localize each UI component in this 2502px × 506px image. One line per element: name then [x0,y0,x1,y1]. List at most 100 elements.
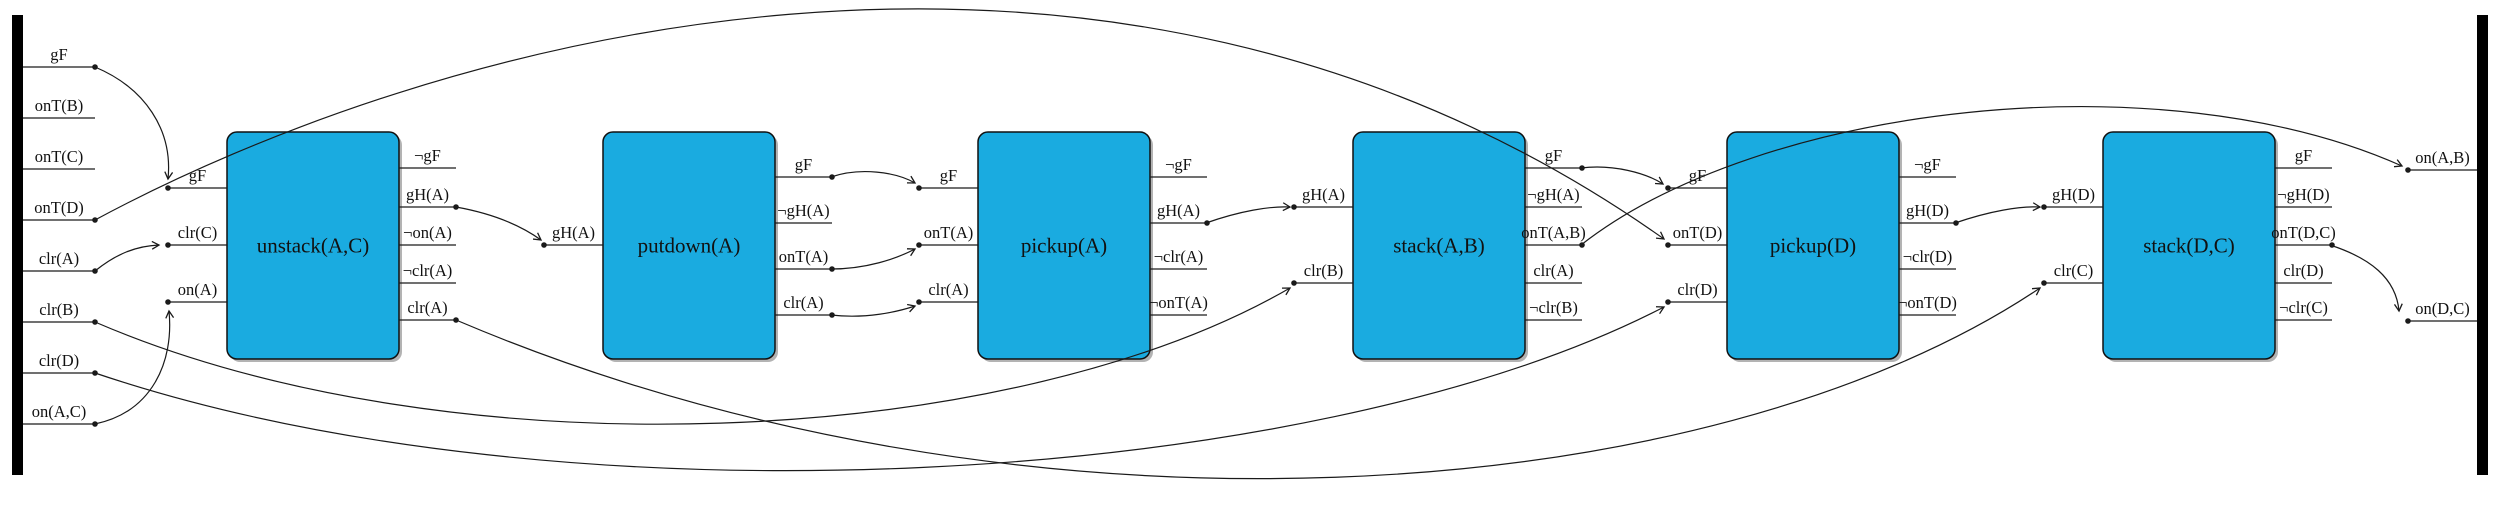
output-label-stack-d-c-clr-c: ¬clr(C) [2279,298,2328,317]
output-label-putdown-a-gf: gF [795,155,812,174]
edge-stackAB-gF-to-pickupD-gF [1580,166,1665,185]
output-label-unstack-a-c-clr-a: ¬clr(A) [403,261,453,280]
output-dot-putdown-a-ont-a [829,266,835,272]
edge-pickupD-gHD-to-stackDC-gHD [1954,202,2042,224]
init-fact-dot-clr-b [92,319,98,325]
input-dot-stack-d-c-gh-d [2041,204,2047,210]
output-label-putdown-a-ont-a: onT(A) [779,247,828,266]
edge-stackAB-onTAB-to-goal-onAB [1580,106,2404,246]
goal-fact-label-on-a-b: on(A,B) [2415,148,2470,167]
init-fact-dot-clr-d [92,370,98,376]
init-fact-dot-clr-a [92,268,98,274]
action-label-stack-d-c: stack(D,C) [2143,234,2235,258]
input-label-stack-d-c-gh-d: gH(D) [2052,185,2095,204]
input-dot-pickup-d-gf [1665,185,1671,191]
input-dot-stack-a-b-clr-b [1291,280,1297,286]
input-dot-pickup-a-ont-a [916,242,922,248]
output-label-pickup-d-gh-d: gH(D) [1906,201,1949,220]
output-label-stack-a-b-clr-b: ¬clr(B) [1529,298,1578,317]
init-fact-dot-on-a-c [92,421,98,427]
edge-unstack-gHA-to-putdown-gHA [455,206,543,241]
output-label-stack-d-c-clr-d: clr(D) [2283,261,2323,280]
input-label-pickup-d-gf: gF [1689,166,1706,185]
output-dot-unstack-a-c-clr-a [453,317,459,323]
init-fact-label-on-a-c: on(A,C) [32,402,87,421]
output-label-stack-a-b-gh-a: ¬gH(A) [1527,185,1579,204]
output-label-stack-a-b-gf: gF [1545,146,1562,165]
input-dot-pickup-d-ont-d [1665,242,1671,248]
output-label-unstack-a-c-gf: ¬gF [414,146,441,165]
input-dot-pickup-a-clr-a [916,299,922,305]
init-fact-label-ont-d: onT(D) [34,198,83,217]
edge-stackDC-onTDC-to-goal-onDC [2329,244,2403,313]
goal-fact-dot-on-d-c [2405,318,2411,324]
output-label-putdown-a-gh-a: ¬gH(A) [777,201,829,220]
input-dot-pickup-a-gf [916,185,922,191]
input-dot-unstack-a-c-clr-c [165,242,171,248]
output-label-stack-d-c-gf: gF [2295,146,2312,165]
input-label-pickup-d-clr-d: clr(D) [1677,280,1717,299]
edge-init-onTD-to-pickupD-onTD [94,8,1666,240]
action-label-pickup-d: pickup(D) [1770,234,1856,258]
output-dot-pickup-a-gh-a [1204,220,1210,226]
initial-state-bar [12,15,23,475]
output-label-pickup-d-clr-d: ¬clr(D) [1903,247,1953,266]
input-label-unstack-a-c-on-a: on(A) [178,280,217,299]
goal-state-bar [2477,15,2488,475]
output-dot-putdown-a-clr-a [829,312,835,318]
input-dot-stack-a-b-gh-a [1291,204,1297,210]
output-label-pickup-a-clr-a: ¬clr(A) [1154,247,1204,266]
init-fact-label-gf: gF [50,45,67,64]
input-dot-unstack-a-c-on-a [165,299,171,305]
input-dot-pickup-d-clr-d [1665,299,1671,305]
input-label-pickup-a-gf: gF [940,166,957,185]
action-label-pickup-a: pickup(A) [1021,234,1107,258]
edge-init-clrD-to-pickupD-clrD [94,306,1666,472]
edge-init-clrA-to-unstack-clrC [94,240,161,272]
output-label-pickup-d-ont-d: ¬onT(D) [1898,293,1957,312]
input-label-stack-a-b-clr-b: clr(B) [1304,261,1343,280]
input-label-stack-a-b-gh-a: gH(A) [1302,185,1345,204]
output-label-unstack-a-c-clr-a: clr(A) [407,298,447,317]
output-label-stack-a-b-ont-a-b: onT(A,B) [1521,223,1586,242]
action-label-stack-a-b: stack(A,B) [1393,234,1485,258]
input-label-putdown-a-gh-a: gH(A) [552,223,595,242]
edge-putdown-gF-to-pickupA-gF [830,171,917,184]
output-label-putdown-a-clr-a: clr(A) [783,293,823,312]
output-label-pickup-a-gf: ¬gF [1165,155,1192,174]
input-label-unstack-a-c-gf: gF [189,166,206,185]
output-dot-pickup-d-gh-d [1953,220,1959,226]
output-label-stack-d-c-gh-d: ¬gH(D) [2277,185,2329,204]
input-label-unstack-a-c-clr-c: clr(C) [178,223,217,242]
output-dot-stack-a-b-ont-a-b [1579,242,1585,248]
action-label-putdown-a: putdown(A) [638,234,741,258]
goal-fact-dot-on-a-b [2405,167,2411,173]
init-fact-dot-ont-d [92,217,98,223]
input-label-pickup-a-ont-a: onT(A) [924,223,973,242]
edge-putdown-clrA-to-pickupA-clrA [830,303,917,317]
output-label-pickup-a-ont-a: ¬onT(A) [1149,293,1208,312]
init-fact-label-ont-b: onT(B) [35,96,84,115]
output-label-unstack-a-c-gh-a: gH(A) [406,185,449,204]
input-label-pickup-d-ont-d: onT(D) [1673,223,1722,242]
input-label-stack-d-c-clr-c: clr(C) [2054,261,2093,280]
output-dot-stack-a-b-gf [1579,165,1585,171]
edge-unstack-clrA-to-stackDC-clrC [455,287,2042,480]
edge-init-onAC-to-unstack-onA [94,309,175,425]
init-fact-label-clr-d: clr(D) [39,351,79,370]
output-dot-putdown-a-gf [829,174,835,180]
input-dot-stack-d-c-clr-c [2041,280,2047,286]
edge-pickupA-gHA-to-stackAB-gHA [1205,202,1292,224]
output-label-stack-a-b-clr-a: clr(A) [1533,261,1573,280]
action-label-unstack-a-c: unstack(A,C) [257,234,370,258]
init-fact-label-clr-a: clr(A) [39,249,79,268]
output-label-unstack-a-c-on-a: ¬on(A) [403,223,452,242]
edge-init-gF-to-unstack-gF [94,66,174,181]
output-label-pickup-d-gf: ¬gF [1914,155,1941,174]
edge-init-clrB-to-stackAB-clrB [94,287,1292,425]
init-fact-dot-gf [92,64,98,70]
output-dot-unstack-a-c-gh-a [453,204,459,210]
goal-fact-label-on-d-c: on(D,C) [2415,299,2470,318]
